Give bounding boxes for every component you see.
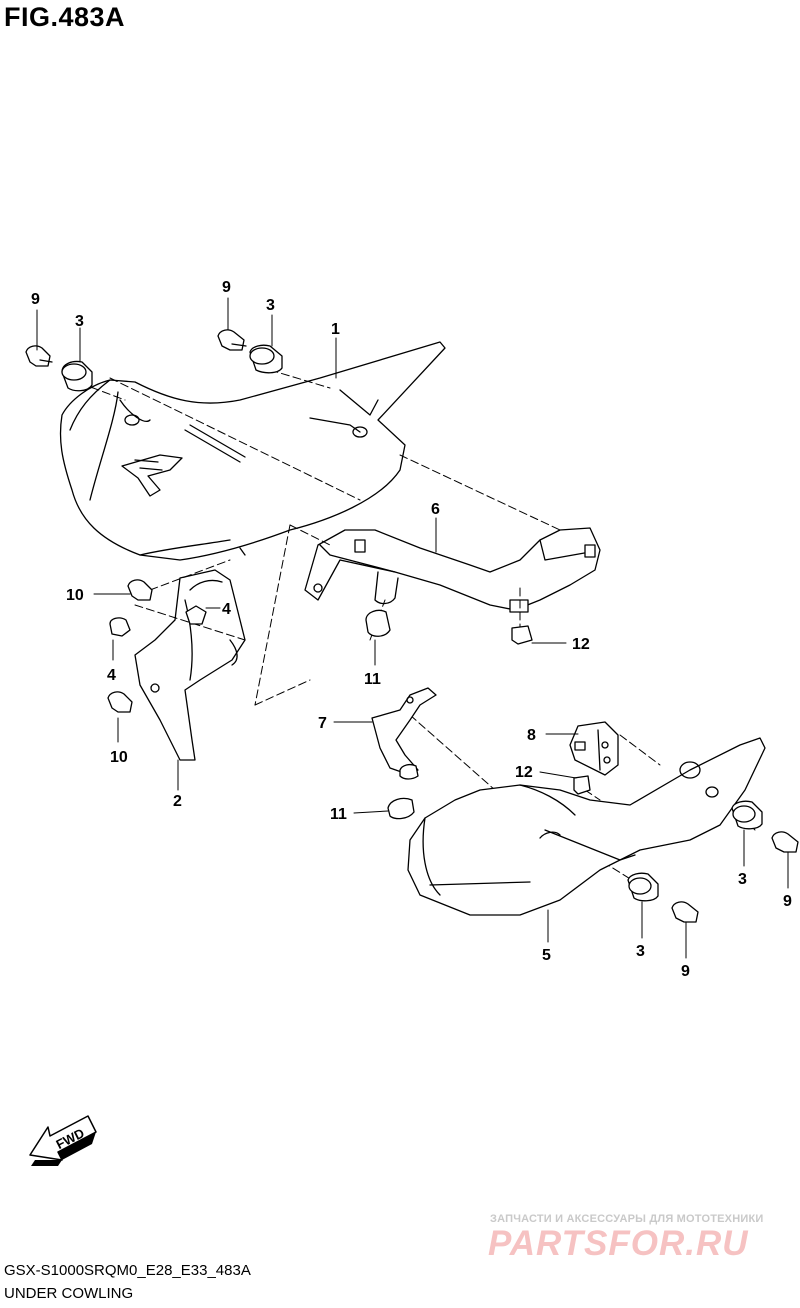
leader-lines [36,297,789,959]
figure-title: FIG.483A [4,2,126,32]
callout-1: 1 [331,321,340,338]
fwd-arrow-icon: FWD [29,1115,97,1166]
part-under-cowling-left [59,341,446,561]
callout-6: 6 [431,501,440,518]
diagram-code: GSX-S1000SRQM0_E28_E33_483A [4,1262,251,1279]
callout-9: 9 [783,893,792,910]
callout-12: 12 [572,636,590,653]
callout-3: 3 [636,943,645,960]
part-bracket-long [304,527,601,613]
callout-2: 2 [173,793,182,810]
callout-7: 7 [318,715,327,732]
watermark-tagline: ЗАПЧАСТИ И АКСЕССУАРЫ ДЛЯ МОТОТЕХНИКИ [490,1213,764,1225]
part-grommet-11 [365,609,419,820]
callout-9: 9 [681,963,690,980]
callout-11: 11 [364,671,381,688]
figure-caption: UNDER COWLING [4,1285,134,1302]
callout-10: 10 [66,587,84,604]
callout-12: 12 [515,764,533,781]
callout-4: 4 [107,667,116,684]
callout-4: 4 [222,601,231,618]
part-damper-3 [61,344,763,902]
callout-numbers: 9 3 9 3 1 6 10 4 4 10 2 11 12 7 8 12 11 … [31,279,792,980]
callout-5: 5 [542,947,551,964]
part-under-cowling-right [407,737,766,916]
callout-3: 3 [266,297,275,314]
part-pins-bolts [25,329,799,923]
callout-10: 10 [110,749,128,766]
callout-3: 3 [738,871,747,888]
callout-3: 3 [75,313,84,330]
callout-9: 9 [31,291,40,308]
part-bracket-8 [569,721,619,776]
part-bracket-small [371,687,437,776]
part-side-panel [134,569,246,761]
callout-8: 8 [527,727,536,744]
callout-11: 11 [330,806,347,823]
callout-9: 9 [222,279,231,296]
watermark-brand: PARTSFOR.RU [488,1224,749,1263]
